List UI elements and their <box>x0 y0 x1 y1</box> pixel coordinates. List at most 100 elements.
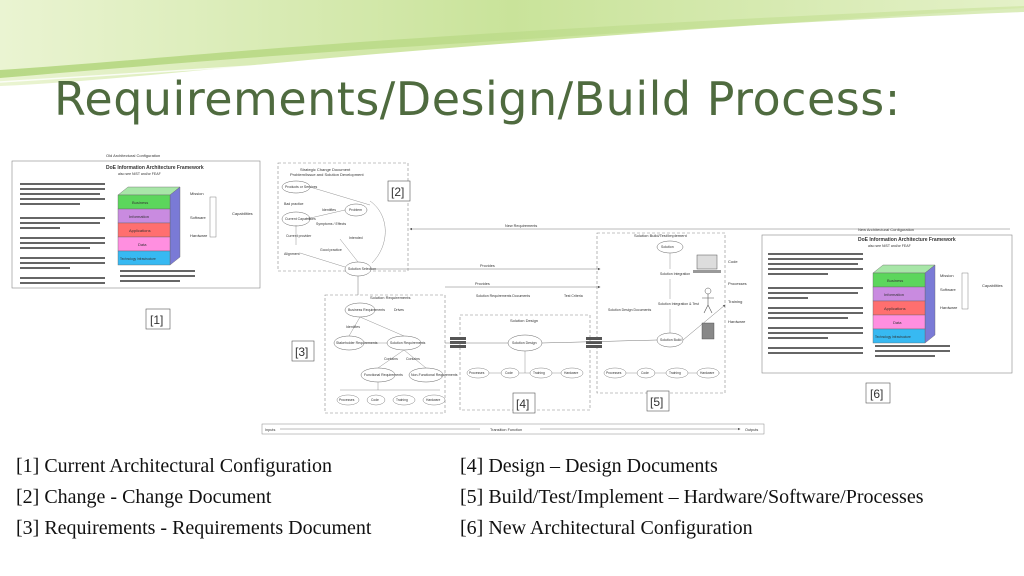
build-solution: Solution <box>661 245 674 249</box>
new-capabilities: Capabilities <box>982 283 1003 288</box>
old-framework-subtitle: also see NIST and/or FEAF <box>118 172 161 176</box>
build-header: Solution Build/Test/Implement <box>634 233 688 238</box>
node-intended: Intended <box>349 236 363 240</box>
old-layer-technology: Technology Infrastructure <box>120 257 156 261</box>
flow-provides-2: Provides <box>475 282 490 286</box>
new-layer-information: Information <box>884 292 904 297</box>
decorative-waves <box>0 0 1024 86</box>
new-layer-applications: Applications <box>884 306 906 311</box>
req-contains-2: Contains <box>406 357 420 361</box>
new-architecture-panel: New Architectural Configuration DoE Info… <box>728 227 1013 404</box>
design-header: Solution Design <box>510 318 538 323</box>
build-design-docs: Solution Design Documents <box>608 308 651 312</box>
node-current-provider: Current provider <box>286 234 312 238</box>
new-description-lines <box>768 253 863 354</box>
req-stakeholder: Stakeholder Requirements <box>336 341 378 345</box>
design-out-processes: Processes <box>469 371 485 375</box>
build-server-icon <box>701 322 715 340</box>
build-req-docs: Solution Requirements Documents <box>476 294 530 298</box>
build-integration-test: Solution Integration & Test <box>658 302 699 306</box>
req-out-processes: Processes <box>339 398 355 402</box>
caption-1: [1] Current Architectural Configuration <box>16 455 333 477</box>
process-diagram: Old Architectural Configuration DoE Info… <box>11 153 1013 435</box>
marker-2: [2] <box>391 185 404 199</box>
new-layer-data: Data <box>893 320 902 325</box>
old-capabilities: Capabilities <box>232 211 253 216</box>
old-config-header: Old Architectural Configuration <box>106 153 160 158</box>
req-solution: Solution Requirements <box>390 341 426 345</box>
node-products: Products or Services <box>285 185 318 189</box>
node-solution-selection: Solution Selection <box>348 267 376 271</box>
req-outputs: Processes Code Training Hardware <box>336 394 446 406</box>
build-out-training: Training <box>669 371 681 375</box>
marker-6: [6] <box>870 387 883 401</box>
new-layer-technology: Technology Infrastructure <box>875 335 911 339</box>
design-out-training: Training <box>533 371 545 375</box>
new-side-software: Software <box>940 287 957 292</box>
change-panel: Strategic Change Document Problem/Issue … <box>277 162 411 277</box>
build-out-code: Code <box>641 371 649 375</box>
caption-4: [4] Design – Design Documents <box>460 455 718 477</box>
flow-transition: Transition Function <box>490 428 522 432</box>
design-node: Solution Design <box>512 341 537 345</box>
flow-provides: Provides <box>480 264 495 268</box>
req-out-training: Training <box>396 398 408 402</box>
build-computer-icon <box>693 254 721 273</box>
build-out-hardware: Hardware <box>700 371 714 375</box>
slide-title: Requirements/Design/Build Process: <box>54 72 901 126</box>
new-framework-title: DoE Information Architecture Framework <box>858 237 956 243</box>
old-architecture-panel: Old Architectural Configuration DoE Info… <box>11 153 261 330</box>
caption-6: [6] New Architectural Configuration <box>460 517 753 539</box>
old-layer-applications: Applications <box>129 228 151 233</box>
new-left-processes: Processes <box>728 281 747 286</box>
old-description-lines <box>20 183 105 284</box>
caption-2: [2] Change - Change Document <box>16 486 272 508</box>
old-side-mission: Mission <box>190 191 204 196</box>
old-layer-information: Information <box>129 214 149 219</box>
build-integration: Solution Integration <box>660 272 690 276</box>
req-out-code: Code <box>371 398 379 402</box>
new-left-code: Code <box>728 259 738 264</box>
node-good-practice: Good practice <box>320 248 342 252</box>
build-person-icon <box>702 287 714 314</box>
new-left-training: Training <box>728 299 742 304</box>
old-layer-stack: Business Information Applications Data T… <box>117 186 181 266</box>
caption-5: [5] Build/Test/Implement – Hardware/Soft… <box>460 486 924 508</box>
node-bad-practice: Bad practice <box>284 202 304 206</box>
change-header-line1: Strategic Change Document <box>300 167 351 172</box>
node-alignment: Alignment <box>284 252 300 256</box>
new-side-hardware: Hardware <box>940 305 958 310</box>
req-identifies: Identifies <box>346 325 360 329</box>
build-test-criteria: Test Criteria <box>564 294 583 298</box>
build-out-processes: Processes <box>606 371 622 375</box>
new-side-mission: Mission <box>940 273 954 278</box>
design-outputs: Processes Code Training Hardware <box>466 367 584 379</box>
node-current-capabilities: Current Capabilities <box>285 217 316 221</box>
req-out-hardware: Hardware <box>426 398 440 402</box>
old-layer-business: Business <box>132 200 148 205</box>
build-panel: Solution Build/Test/Implement Solution S… <box>476 232 726 412</box>
design-out-code: Code <box>505 371 513 375</box>
design-docs-icon <box>450 337 466 348</box>
flow-inputs: Inputs <box>265 428 275 432</box>
flow-new-requirements: New Requirements <box>505 224 537 228</box>
new-layer-stack: Business Information Applications Data T… <box>872 264 936 344</box>
caption-3: [3] Requirements - Requirements Document <box>16 517 372 539</box>
req-nonfunctional: Non-Functional Requirements <box>411 373 458 377</box>
new-left-hardware: Hardware <box>728 319 746 324</box>
old-layer-data: Data <box>138 242 147 247</box>
req-drives: Drives <box>394 308 404 312</box>
new-config-header: New Architectural Configuration <box>858 227 914 232</box>
old-framework-title: DoE Information Architecture Framework <box>106 165 204 171</box>
marker-1: [1] <box>150 313 163 327</box>
build-docs-icon <box>586 337 602 348</box>
old-side-software: Software <box>190 215 207 220</box>
old-side-hardware: Hardware <box>190 233 208 238</box>
node-identifies: Identifies <box>322 208 336 212</box>
design-panel: Solution Design Solution Design Processe… <box>450 314 591 414</box>
req-business: Business Requirements <box>348 308 385 312</box>
node-symptoms: Symptoms / Effects <box>316 222 346 226</box>
marker-3: [3] <box>295 345 308 359</box>
build-outputs: Processes Code Training Hardware <box>603 367 720 379</box>
flow-arrows: New Requirements Provides Provides Input… <box>261 224 1010 435</box>
